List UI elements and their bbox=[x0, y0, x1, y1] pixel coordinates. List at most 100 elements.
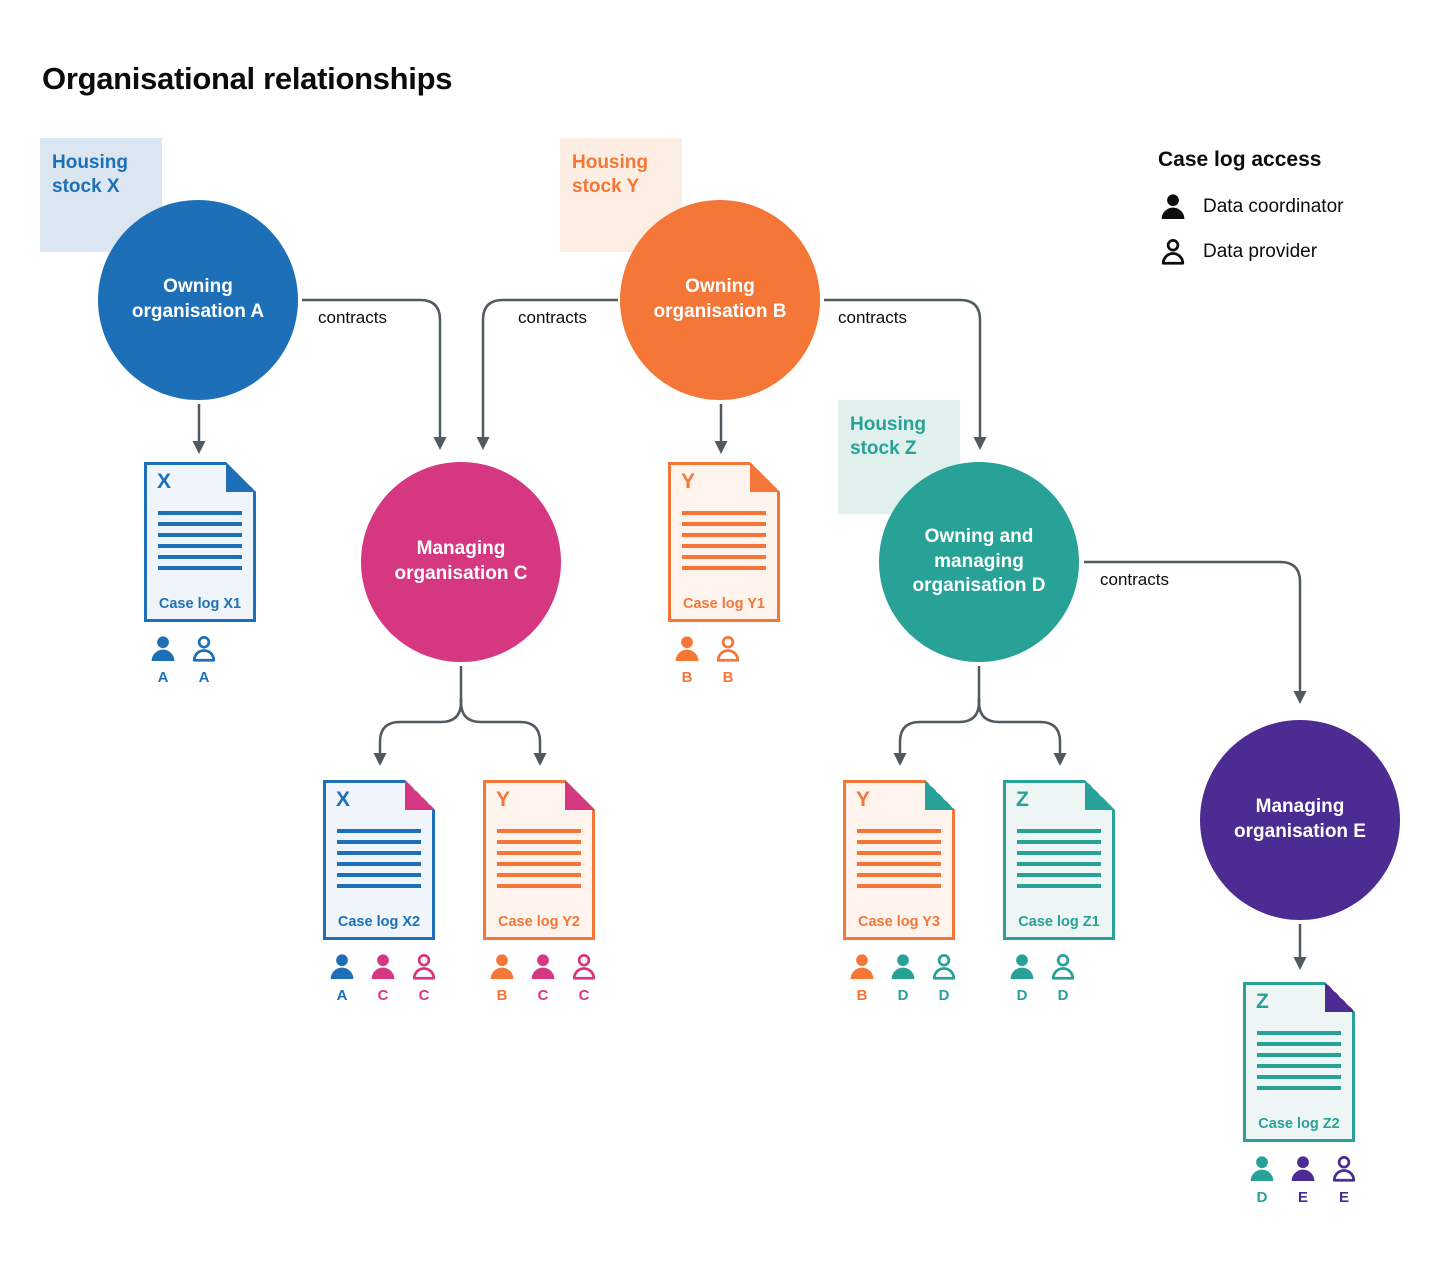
doc-text-lines bbox=[158, 511, 242, 577]
case-log-access-z1: D D bbox=[1005, 952, 1080, 1004]
access-org-letter: D bbox=[1256, 1189, 1268, 1206]
org-circle-e: Managing organisation E bbox=[1200, 720, 1400, 920]
doc-letter: Y bbox=[496, 788, 511, 811]
legend-title: Case log access bbox=[1158, 148, 1322, 171]
data-provider-icon bbox=[1048, 952, 1078, 982]
doc-text-lines bbox=[857, 829, 941, 895]
data-coordinator-icon bbox=[327, 952, 357, 982]
contracts-label: contracts bbox=[838, 308, 907, 327]
legend: Case log access Data coordinator Data pr… bbox=[1158, 148, 1343, 282]
doc-letter: Z bbox=[1256, 990, 1269, 1013]
data-coordinator-icon bbox=[368, 952, 398, 982]
folded-corner-icon bbox=[405, 780, 435, 810]
data-coordinator-icon bbox=[528, 952, 558, 982]
legend-item-label: Data provider bbox=[1203, 241, 1318, 262]
folded-corner-icon bbox=[750, 462, 780, 492]
access-org-letter: B bbox=[496, 987, 508, 1004]
org-label-d: Owning and managing organisation D bbox=[912, 525, 1046, 597]
data-provider-icon bbox=[189, 634, 219, 664]
data-coordinator-icon bbox=[1158, 192, 1188, 222]
case-log-access-x1: A A bbox=[146, 634, 221, 686]
case-log-doc-x2: X Case log X2 bbox=[323, 780, 435, 940]
case-log-doc-z2: Z Case log Z2 bbox=[1243, 982, 1355, 1142]
folded-corner-icon bbox=[1325, 982, 1355, 1012]
data-coordinator-icon bbox=[1007, 952, 1037, 982]
access-org-letter: D bbox=[1016, 987, 1028, 1004]
doc-text-lines bbox=[682, 511, 766, 577]
org-circle-a: Owning organisation A bbox=[98, 200, 298, 400]
case-log-access-y2: B C C bbox=[485, 952, 601, 1004]
access-org-letter: D bbox=[897, 987, 909, 1004]
data-coordinator-icon bbox=[1288, 1154, 1318, 1184]
data-provider-icon bbox=[1158, 237, 1188, 267]
doc-label: Case log Y1 bbox=[683, 596, 765, 612]
data-provider-icon bbox=[1329, 1154, 1359, 1184]
access-org-letter: D bbox=[938, 987, 950, 1004]
access-org-letter: A bbox=[157, 669, 169, 686]
folded-corner-icon bbox=[925, 780, 955, 810]
contracts-label: contracts bbox=[518, 308, 587, 327]
case-log-doc-z1: Z Case log Z1 bbox=[1003, 780, 1115, 940]
access-org-letter: E bbox=[1297, 1189, 1308, 1206]
access-org-letter: C bbox=[578, 987, 590, 1004]
data-provider-icon bbox=[929, 952, 959, 982]
doc-label: Case log Y2 bbox=[498, 914, 580, 930]
data-provider-icon bbox=[569, 952, 599, 982]
data-coordinator-icon bbox=[672, 634, 702, 664]
case-log-doc-x1: X Case log X1 bbox=[144, 462, 256, 622]
org-label-e: Managing organisation E bbox=[1234, 796, 1366, 842]
legend-item-data-provider: Data provider bbox=[1158, 237, 1343, 267]
data-coordinator-icon bbox=[148, 634, 178, 664]
contracts-label: contracts bbox=[1100, 570, 1169, 589]
access-org-letter: E bbox=[1338, 1189, 1349, 1206]
doc-label: Case log X1 bbox=[158, 596, 242, 612]
org-label-c: Managing organisation C bbox=[394, 538, 528, 584]
doc-text-lines bbox=[497, 829, 581, 895]
doc-label: Case log Z2 bbox=[1258, 1116, 1340, 1132]
doc-letter: Z bbox=[1016, 788, 1029, 811]
data-provider-icon bbox=[409, 952, 439, 982]
case-log-doc-y1: Y Case log Y1 bbox=[668, 462, 780, 622]
access-org-letter: C bbox=[377, 987, 389, 1004]
doc-label: Case log Z1 bbox=[1018, 914, 1100, 930]
doc-label: Case log Y3 bbox=[858, 914, 940, 930]
org-label-b: Owning organisation B bbox=[653, 276, 787, 322]
data-coordinator-icon bbox=[1247, 1154, 1277, 1184]
doc-letter: X bbox=[336, 788, 351, 811]
housing-stock-y-chip: Housing stock Y bbox=[560, 138, 682, 252]
legend-item-label: Data coordinator bbox=[1203, 196, 1344, 217]
doc-text-lines bbox=[337, 829, 421, 895]
data-coordinator-icon bbox=[847, 952, 877, 982]
case-log-doc-y3: Y Case log Y3 bbox=[843, 780, 955, 940]
access-org-letter: A bbox=[336, 987, 348, 1004]
case-log-access-y1: B B bbox=[670, 634, 745, 686]
case-log-access-x2: A C C bbox=[325, 952, 441, 1004]
org-circle-c: Managing organisation C bbox=[361, 462, 561, 662]
access-org-letter: B bbox=[681, 669, 693, 686]
data-coordinator-icon bbox=[487, 952, 517, 982]
housing-stock-x-chip: Housing stock X bbox=[40, 138, 162, 252]
access-org-letter: B bbox=[722, 669, 734, 686]
case-log-access-z2: D E E bbox=[1245, 1154, 1361, 1206]
doc-text-lines bbox=[1257, 1031, 1341, 1097]
doc-letter: Y bbox=[681, 470, 696, 493]
contracts-label: contracts bbox=[318, 308, 387, 327]
org-circle-b: Owning organisation B bbox=[620, 200, 820, 400]
access-org-letter: D bbox=[1057, 987, 1069, 1004]
data-provider-icon bbox=[713, 634, 743, 664]
doc-text-lines bbox=[1017, 829, 1101, 895]
access-org-letter: A bbox=[198, 669, 210, 686]
access-org-letter: C bbox=[537, 987, 549, 1004]
case-log-doc-y2: Y Case log Y2 bbox=[483, 780, 595, 940]
data-coordinator-icon bbox=[888, 952, 918, 982]
access-org-letter: C bbox=[418, 987, 430, 1004]
doc-letter: X bbox=[157, 470, 172, 493]
page-title: Organisational relationships bbox=[42, 60, 453, 96]
org-circle-d: Owning and managing organisation D bbox=[879, 462, 1079, 662]
legend-item-data-coordinator: Data coordinator bbox=[1158, 192, 1343, 222]
doc-label: Case log X2 bbox=[337, 914, 421, 930]
access-org-letter: B bbox=[856, 987, 868, 1004]
doc-letter: Y bbox=[856, 788, 871, 811]
case-log-access-y3: B D D bbox=[845, 952, 961, 1004]
